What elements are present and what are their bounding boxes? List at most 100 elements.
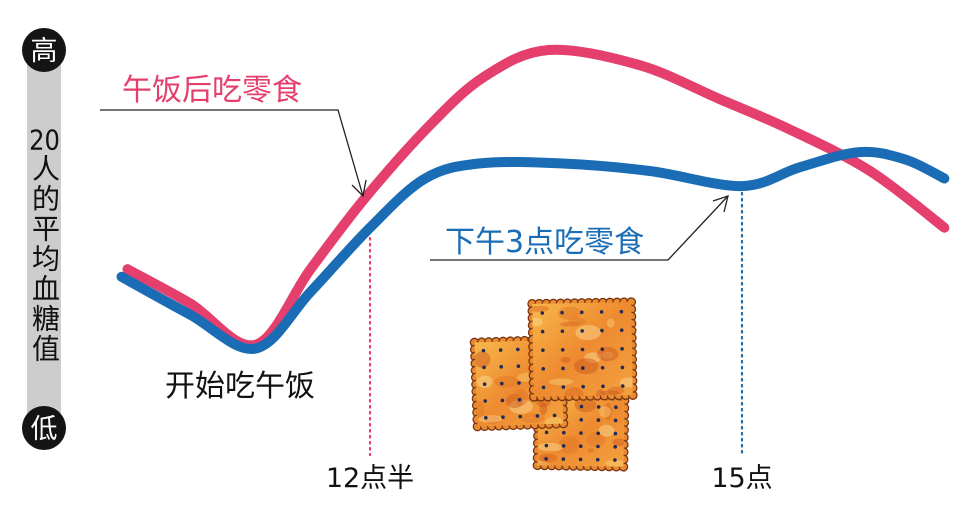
cracker-dot: [560, 348, 565, 352]
cracker-blotch: [568, 317, 587, 326]
cracker-dot: [561, 457, 566, 461]
cracker-dot: [620, 347, 624, 351]
series-line-3pm-snack: [116, 146, 950, 354]
leader-line-3pm-snack: [430, 195, 729, 261]
data-point: [855, 148, 864, 157]
x-tick-label-1500: 15点: [711, 463, 772, 494]
data-point: [635, 61, 644, 70]
cracker-blotch: [532, 305, 550, 312]
cracker-dot: [500, 398, 505, 403]
cracker-dot: [544, 456, 548, 461]
data-point: [476, 159, 485, 168]
data-point: [185, 310, 194, 319]
cracker-dot: [541, 366, 546, 371]
cracker-dot: [578, 457, 583, 462]
cracker-blotch: [559, 321, 581, 327]
cracker-dot: [501, 415, 505, 419]
cracker-blotch: [537, 442, 564, 452]
cracker-dot: [579, 404, 584, 409]
y-axis-title: 20人的平均血糖值: [28, 126, 61, 364]
cracker-dot: [482, 382, 487, 387]
cracker-blotch: [539, 402, 548, 415]
x-tick-label-1230: 12点半: [326, 463, 414, 494]
cracker-dot: [613, 444, 617, 449]
data-point: [421, 174, 430, 183]
data-point: [796, 163, 805, 172]
data-point: [123, 265, 132, 274]
y-tick-label-high: 高: [31, 36, 58, 67]
cracker-dot: [483, 399, 488, 403]
cracker-dot: [560, 329, 565, 334]
cracker-dot: [535, 414, 540, 418]
cracker-dot: [600, 365, 605, 370]
y-tick-label-low: 低: [31, 414, 58, 445]
data-point: [306, 265, 315, 274]
cracker-blotch: [538, 453, 558, 463]
cracker-blotch: [612, 438, 625, 447]
cracker-dot: [481, 348, 486, 353]
cracker-blotch: [600, 390, 620, 396]
data-point: [480, 72, 489, 81]
cracker-blotch: [560, 357, 571, 363]
series-label-3pm-snack: 下午3点吃零食: [445, 225, 644, 260]
series-layer: [116, 44, 950, 354]
cracker-blotch: [598, 406, 611, 418]
cracker-dot: [600, 347, 605, 351]
y-axis-high-badge: [22, 28, 66, 72]
cracker-dot: [560, 310, 564, 315]
cracker-dot: [561, 385, 566, 389]
cracker-blotch: [595, 389, 606, 397]
cracker-dot: [596, 444, 600, 449]
cracker-dot: [601, 384, 605, 389]
cracker-dot: [613, 431, 618, 436]
cracker-dot: [613, 458, 617, 462]
cracker-dot: [540, 329, 545, 334]
cracker-blotch: [584, 352, 602, 363]
cracker-dot: [579, 431, 583, 435]
series-label-after-lunch-snack: 午饭后吃零食: [122, 73, 302, 108]
cracker-dot: [600, 328, 604, 333]
cracker-blotch: [476, 375, 493, 388]
cracker-blotch: [598, 424, 615, 437]
data-point: [940, 223, 949, 232]
cracker-blotch: [587, 447, 594, 453]
cracker-dot: [596, 431, 600, 436]
cracker-dot: [517, 381, 521, 385]
y-axis-low-badge: [22, 406, 66, 450]
cracker-blotch: [557, 306, 582, 320]
leader-line-after-lunch-snack: [100, 109, 364, 197]
y-axis-bar: [27, 50, 61, 428]
cracker-dot: [498, 348, 503, 352]
cracker-dot: [619, 309, 624, 314]
cracker-dot: [500, 381, 504, 386]
crackers-illustration: [469, 297, 638, 472]
data-point: [738, 182, 746, 191]
data-point: [425, 121, 434, 130]
series-2: [116, 146, 950, 354]
data-point: [556, 159, 565, 168]
cracker-dot: [596, 405, 601, 409]
cracker-blotch: [509, 399, 533, 414]
cracker-dot: [580, 347, 585, 352]
data-point: [645, 166, 654, 175]
cracker-dot: [595, 457, 600, 462]
data-point: [715, 95, 724, 104]
data-point: [901, 155, 910, 164]
cracker-dot: [541, 348, 545, 352]
cracker-dot: [516, 364, 521, 369]
data-point: [306, 287, 315, 296]
data-point: [940, 174, 949, 183]
cracker-dot: [562, 430, 566, 435]
cracker-dot: [613, 418, 618, 423]
cracker-blotch: [544, 416, 564, 427]
data-point: [251, 344, 260, 353]
cracker-dot: [544, 430, 549, 435]
data-point: [785, 125, 794, 134]
cracker-texture: [532, 305, 633, 397]
cracker-blotch: [575, 325, 602, 341]
cracker-blotch: [474, 401, 485, 418]
x-tick-guides: [368, 191, 744, 457]
cracker-dot: [561, 366, 565, 371]
data-point: [366, 223, 374, 232]
cracker-dot: [579, 418, 584, 422]
